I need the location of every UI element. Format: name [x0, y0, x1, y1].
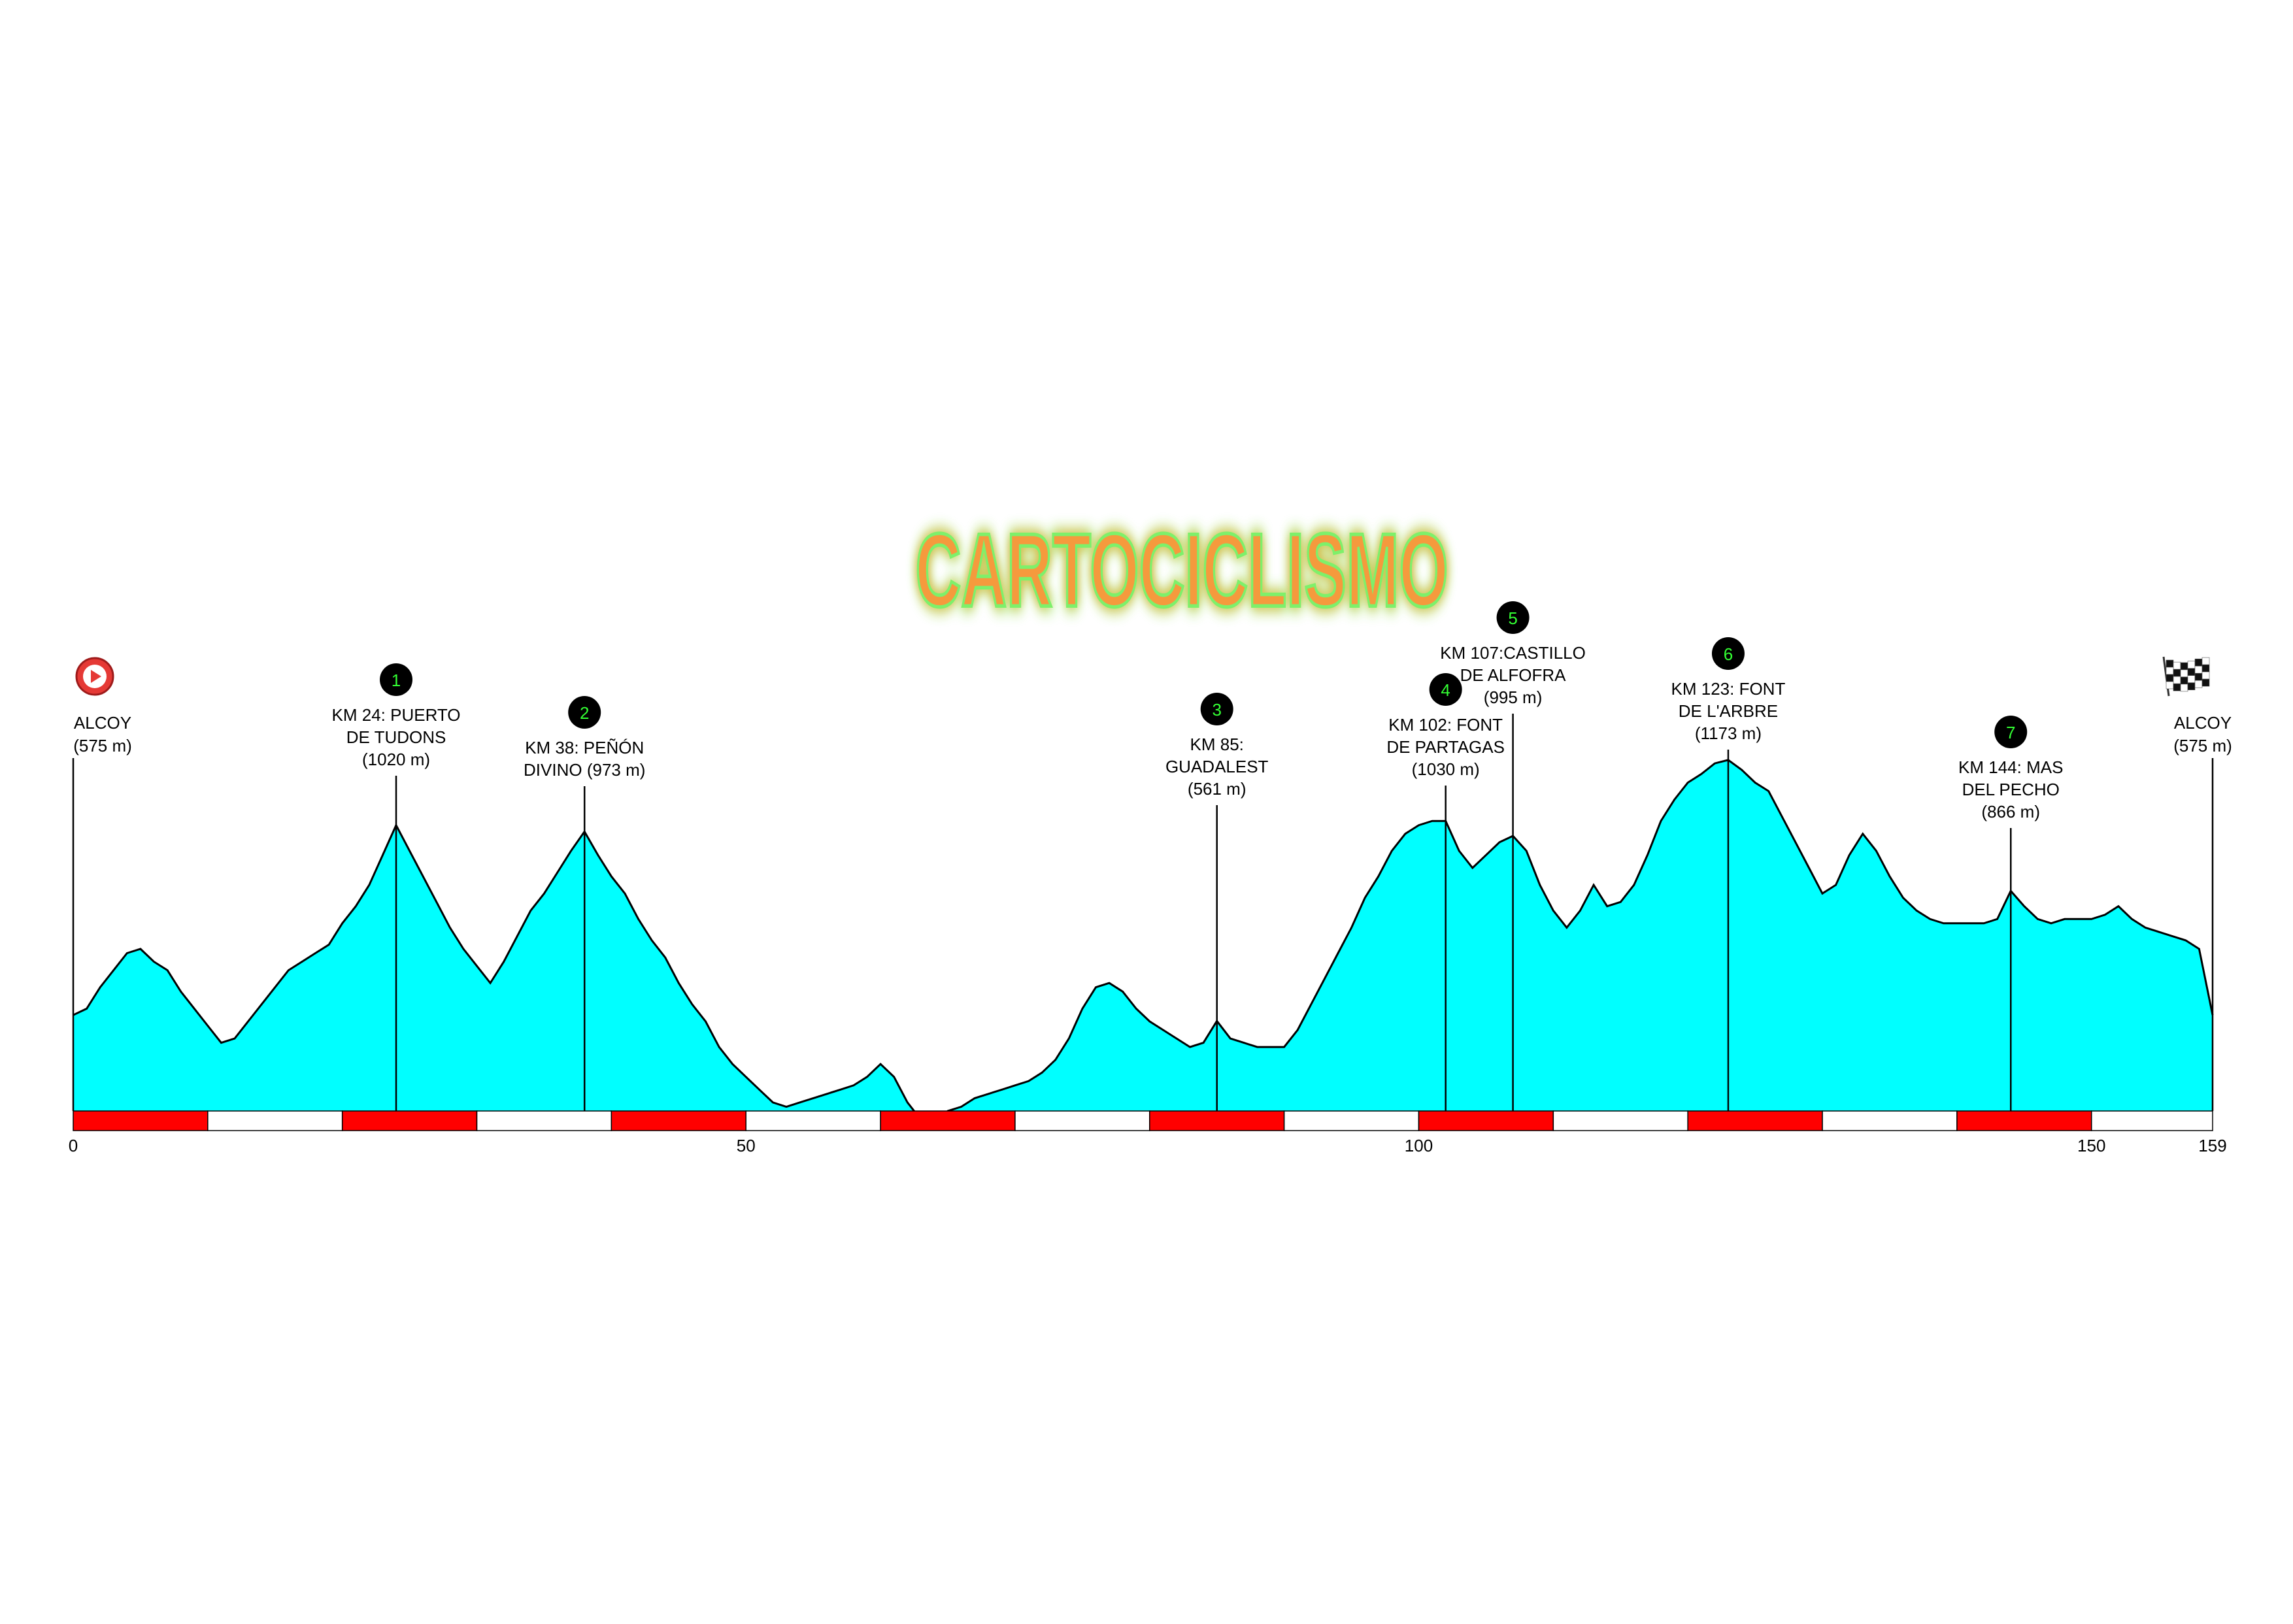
distance-bar-segment	[73, 1110, 209, 1131]
climb-number: 3	[1212, 700, 1221, 720]
climb-label-line: KM 144: MAS	[1958, 757, 2063, 777]
distance-bar-segment	[1687, 1110, 1823, 1131]
climb-number-badge	[380, 663, 413, 696]
checkered-flag-icon	[2180, 676, 2188, 685]
climb-label-line: DE ALFOFRA	[1460, 665, 1566, 685]
climb-number: 6	[1724, 644, 1733, 664]
climb-number: 4	[1441, 680, 1450, 700]
climb-label-line: DEL PECHO	[1962, 780, 2060, 799]
climb-label-line: (1020 m)	[362, 750, 430, 769]
checkered-flag-icon	[2187, 661, 2196, 669]
climb-label-line: (561 m)	[1188, 779, 1247, 799]
x-tick-label: 50	[737, 1136, 756, 1155]
distance-bar-segment	[476, 1110, 612, 1131]
finish-altitude-label: (575 m)	[2173, 736, 2232, 755]
climb-label-line: KM 38: PEÑÓN	[525, 738, 644, 757]
climb-number-badge	[1711, 637, 1745, 670]
climb-number-badge	[568, 696, 601, 729]
checkered-flag-icon	[2187, 675, 2196, 684]
climb-label-line: KM 107:CASTILLO	[1440, 643, 1586, 663]
elevation-area	[73, 759, 2213, 1124]
climb-label-line: DE TUDONS	[346, 727, 446, 747]
elevation-line	[73, 759, 2214, 1125]
distance-bar-segment	[880, 1110, 1016, 1131]
climb-label-line: GUADALEST	[1165, 757, 1269, 776]
climb-label-line: KM 85:	[1190, 735, 1244, 754]
checkered-flag-icon	[2187, 682, 2196, 691]
climb-number: 2	[580, 703, 589, 723]
distance-bar-segment	[1822, 1110, 1958, 1131]
climb-number-badge	[1994, 716, 2028, 748]
x-tick-label: 0	[69, 1136, 78, 1155]
climb-label-line: KM 102: FONT	[1388, 715, 1503, 735]
checkered-flag-icon	[2173, 683, 2181, 691]
climb-label-line: KM 24: PUERTO	[332, 705, 461, 725]
start-altitude-label: (575 m)	[73, 736, 132, 755]
distance-bar-segment	[1283, 1110, 1420, 1131]
checkered-flag-icon	[2166, 667, 2174, 675]
distance-bar-segment	[745, 1110, 881, 1131]
checkered-flag-icon	[2173, 676, 2181, 684]
start-town-label: ALCOY	[74, 713, 131, 733]
climb-number-badge	[1496, 601, 1530, 634]
climb-label-line: DIVINO (973 m)	[524, 760, 645, 780]
checkered-flag-icon	[2194, 672, 2203, 681]
distance-bar-segment	[1552, 1110, 1688, 1131]
climb-label-line: (866 m)	[1981, 802, 2040, 821]
checkered-flag-icon	[2173, 669, 2181, 677]
checkered-flag-icon	[2201, 664, 2210, 672]
distance-bar-segment	[207, 1110, 343, 1131]
checkered-flag-icon	[2173, 661, 2181, 670]
cartociclismo-logo: CARTOCICLISMO	[915, 512, 1448, 628]
climb-number: 7	[2006, 723, 2015, 742]
climb-label-line: DE PARTAGAS	[1386, 737, 1505, 757]
climb-label-line: DE L'ARBRE	[1679, 701, 1778, 721]
checkered-flag-icon	[2194, 658, 2203, 667]
distance-bar-segment	[341, 1110, 478, 1131]
distance-bar-segment	[1149, 1110, 1285, 1131]
climb-number: 1	[392, 671, 401, 690]
distance-bar-segment	[1956, 1110, 2092, 1131]
climb-label-line: KM 123: FONT	[1671, 679, 1786, 699]
checkered-flag-icon	[2201, 671, 2210, 680]
climb-label-line: (1030 m)	[1412, 759, 1480, 779]
checkered-flag-icon	[2194, 665, 2203, 674]
start-play-icon	[91, 670, 101, 683]
climb-label-line: (995 m)	[1484, 688, 1543, 707]
x-tick-label: 150	[2077, 1136, 2105, 1155]
x-tick-label: 100	[1405, 1136, 1433, 1155]
checkered-flag-icon	[2187, 668, 2196, 676]
checkered-flag-icon	[2166, 659, 2174, 668]
checkered-flag-icon	[2166, 674, 2174, 682]
climb-number-badge	[1429, 673, 1462, 706]
climb-number: 5	[1508, 608, 1517, 628]
climb-number-badge	[1200, 693, 1233, 725]
distance-bar-segment	[1014, 1110, 1150, 1131]
checkered-flag-icon	[2180, 662, 2188, 671]
climb-label-line: (1173 m)	[1695, 723, 1762, 743]
distance-bar-segment	[1418, 1110, 1554, 1131]
checkered-flag-icon	[2180, 684, 2188, 692]
checkered-flag-icon	[2201, 678, 2210, 687]
checkered-flag-icon	[2194, 680, 2203, 688]
distance-bar-segment	[2090, 1110, 2213, 1131]
finish-town-label: ALCOY	[2174, 713, 2232, 733]
checkered-flag-icon	[2180, 669, 2188, 678]
checkered-flag-icon	[2201, 657, 2210, 665]
x-tick-label: 159	[2198, 1136, 2226, 1155]
checkered-flag-icon	[2166, 681, 2174, 689]
distance-bar-segment	[611, 1110, 746, 1131]
